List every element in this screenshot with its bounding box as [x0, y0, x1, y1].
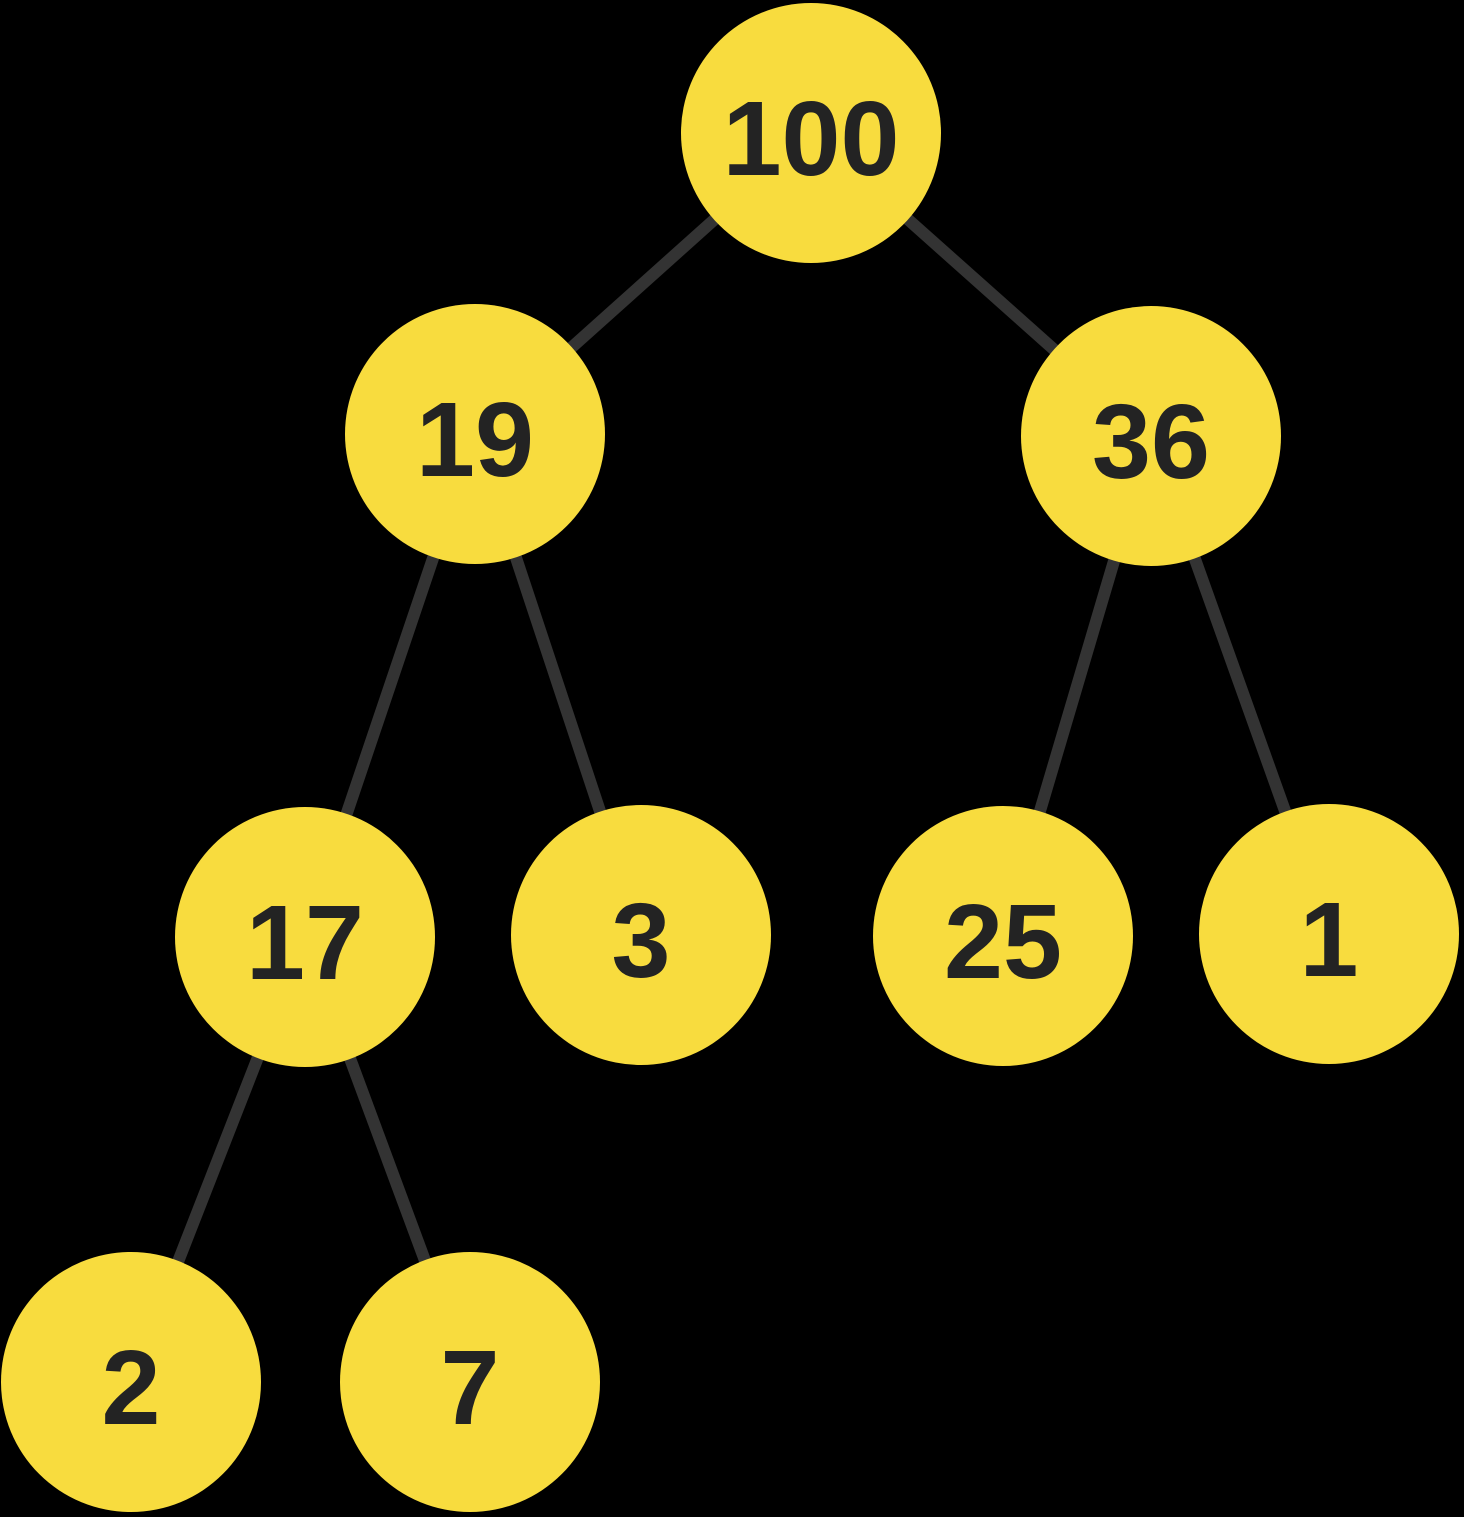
node-circle-19: [345, 304, 605, 564]
node-circle-2: [1, 1252, 261, 1512]
node-circle-17: [175, 807, 435, 1067]
tree-node-17: 17: [175, 807, 435, 1067]
node-value-label: 17: [246, 884, 364, 1002]
node-circle-3: [511, 805, 771, 1065]
node-circle-36: [1021, 306, 1281, 566]
node-circle-7: [340, 1252, 600, 1512]
node-value-label: 7: [441, 1329, 500, 1447]
node-circle-1: [1199, 804, 1459, 1064]
node-value-label: 36: [1092, 383, 1210, 501]
tree-node-7: 7: [340, 1252, 600, 1512]
node-value-label: 3: [612, 882, 671, 1000]
tree-node-3: 3: [511, 805, 771, 1065]
tree-node-25: 25: [873, 806, 1133, 1066]
tree-node-100: 100: [681, 3, 941, 263]
node-circle-100: [681, 3, 941, 263]
node-value-label: 2: [102, 1329, 161, 1447]
node-value-label: 1: [1300, 881, 1359, 999]
node-value-label: 19: [416, 381, 534, 499]
tree-node-36: 36: [1021, 306, 1281, 566]
tree-node-2: 2: [1, 1252, 261, 1512]
tree-node-1: 1: [1199, 804, 1459, 1064]
nodes-layer: 100 19 36 17 3 25 1 2 7: [1, 3, 1459, 1512]
tree-node-19: 19: [345, 304, 605, 564]
node-value-label: 100: [723, 80, 900, 198]
node-value-label: 25: [944, 883, 1062, 1001]
node-circle-25: [873, 806, 1133, 1066]
